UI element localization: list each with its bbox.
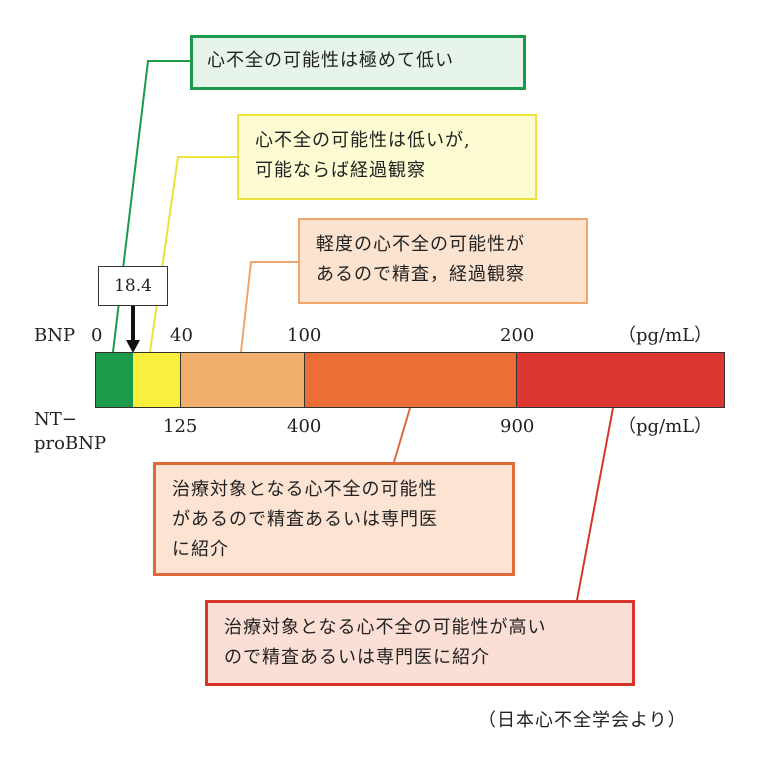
bnp-tick-100: 100 bbox=[287, 325, 322, 346]
callout-mild-line2: あるので精査，経過観察 bbox=[316, 264, 525, 285]
bnp-tick-0: 0 bbox=[91, 325, 103, 346]
segment-red bbox=[516, 352, 725, 408]
connector-orange bbox=[393, 407, 411, 463]
callout-low-line1: 心不全の可能性は低いが, bbox=[255, 130, 471, 151]
marker-arrow-head bbox=[126, 340, 140, 353]
connector-red bbox=[576, 407, 614, 601]
bnp-unit: （pg/mL） bbox=[618, 325, 713, 346]
callout-high-line1: 治療対象となる心不全の可能性が高い bbox=[224, 617, 547, 638]
segment-yellow bbox=[133, 352, 180, 408]
segment-light-orange bbox=[180, 352, 304, 408]
callout-treatment-line3: に紹介 bbox=[172, 539, 229, 560]
segment-orange bbox=[304, 352, 516, 408]
connector-yellow bbox=[149, 156, 237, 353]
callout-treatment-line2: があるので精査あるいは専門医 bbox=[172, 509, 438, 530]
callout-treatment: 治療対象となる心不全の可能性 があるので精査あるいは専門医 に紹介 bbox=[153, 462, 515, 576]
callout-low: 心不全の可能性は低いが, 可能ならば経過観察 bbox=[237, 114, 537, 200]
segment-green bbox=[95, 352, 133, 408]
callout-mild: 軽度の心不全の可能性が あるので精査，経過観察 bbox=[298, 218, 588, 304]
bar-frame bbox=[95, 352, 725, 408]
ntprobnp-tick-900: 900 bbox=[500, 416, 535, 437]
callout-low-line2: 可能ならば経過観察 bbox=[255, 160, 426, 181]
ntprobnp-label-line1: NT− bbox=[34, 409, 77, 430]
callout-mild-line1: 軽度の心不全の可能性が bbox=[316, 234, 525, 255]
callout-very-low-text: 心不全の可能性は極めて低い bbox=[207, 50, 454, 71]
connector-light-orange bbox=[240, 261, 298, 353]
bnp-label: BNP bbox=[34, 325, 76, 346]
ntprobnp-tick-400: 400 bbox=[287, 416, 322, 437]
bnp-tick-40: 40 bbox=[170, 325, 193, 346]
callout-high-line2: ので精査あるいは専門医に紹介 bbox=[224, 647, 490, 668]
bnp-tick-200: 200 bbox=[500, 325, 535, 346]
marker-value-box: 18.4 bbox=[98, 266, 168, 306]
ntprobnp-tick-125: 125 bbox=[163, 416, 198, 437]
ntprobnp-label-line2: proBNP bbox=[34, 433, 107, 454]
callout-very-low: 心不全の可能性は極めて低い bbox=[190, 35, 526, 90]
source-note: （日本心不全学会より） bbox=[478, 710, 687, 731]
callout-treatment-line1: 治療対象となる心不全の可能性 bbox=[172, 479, 438, 500]
callout-high: 治療対象となる心不全の可能性が高い ので精査あるいは専門医に紹介 bbox=[205, 600, 635, 686]
ntprobnp-unit: （pg/mL） bbox=[618, 416, 713, 437]
connector-green bbox=[112, 60, 190, 353]
